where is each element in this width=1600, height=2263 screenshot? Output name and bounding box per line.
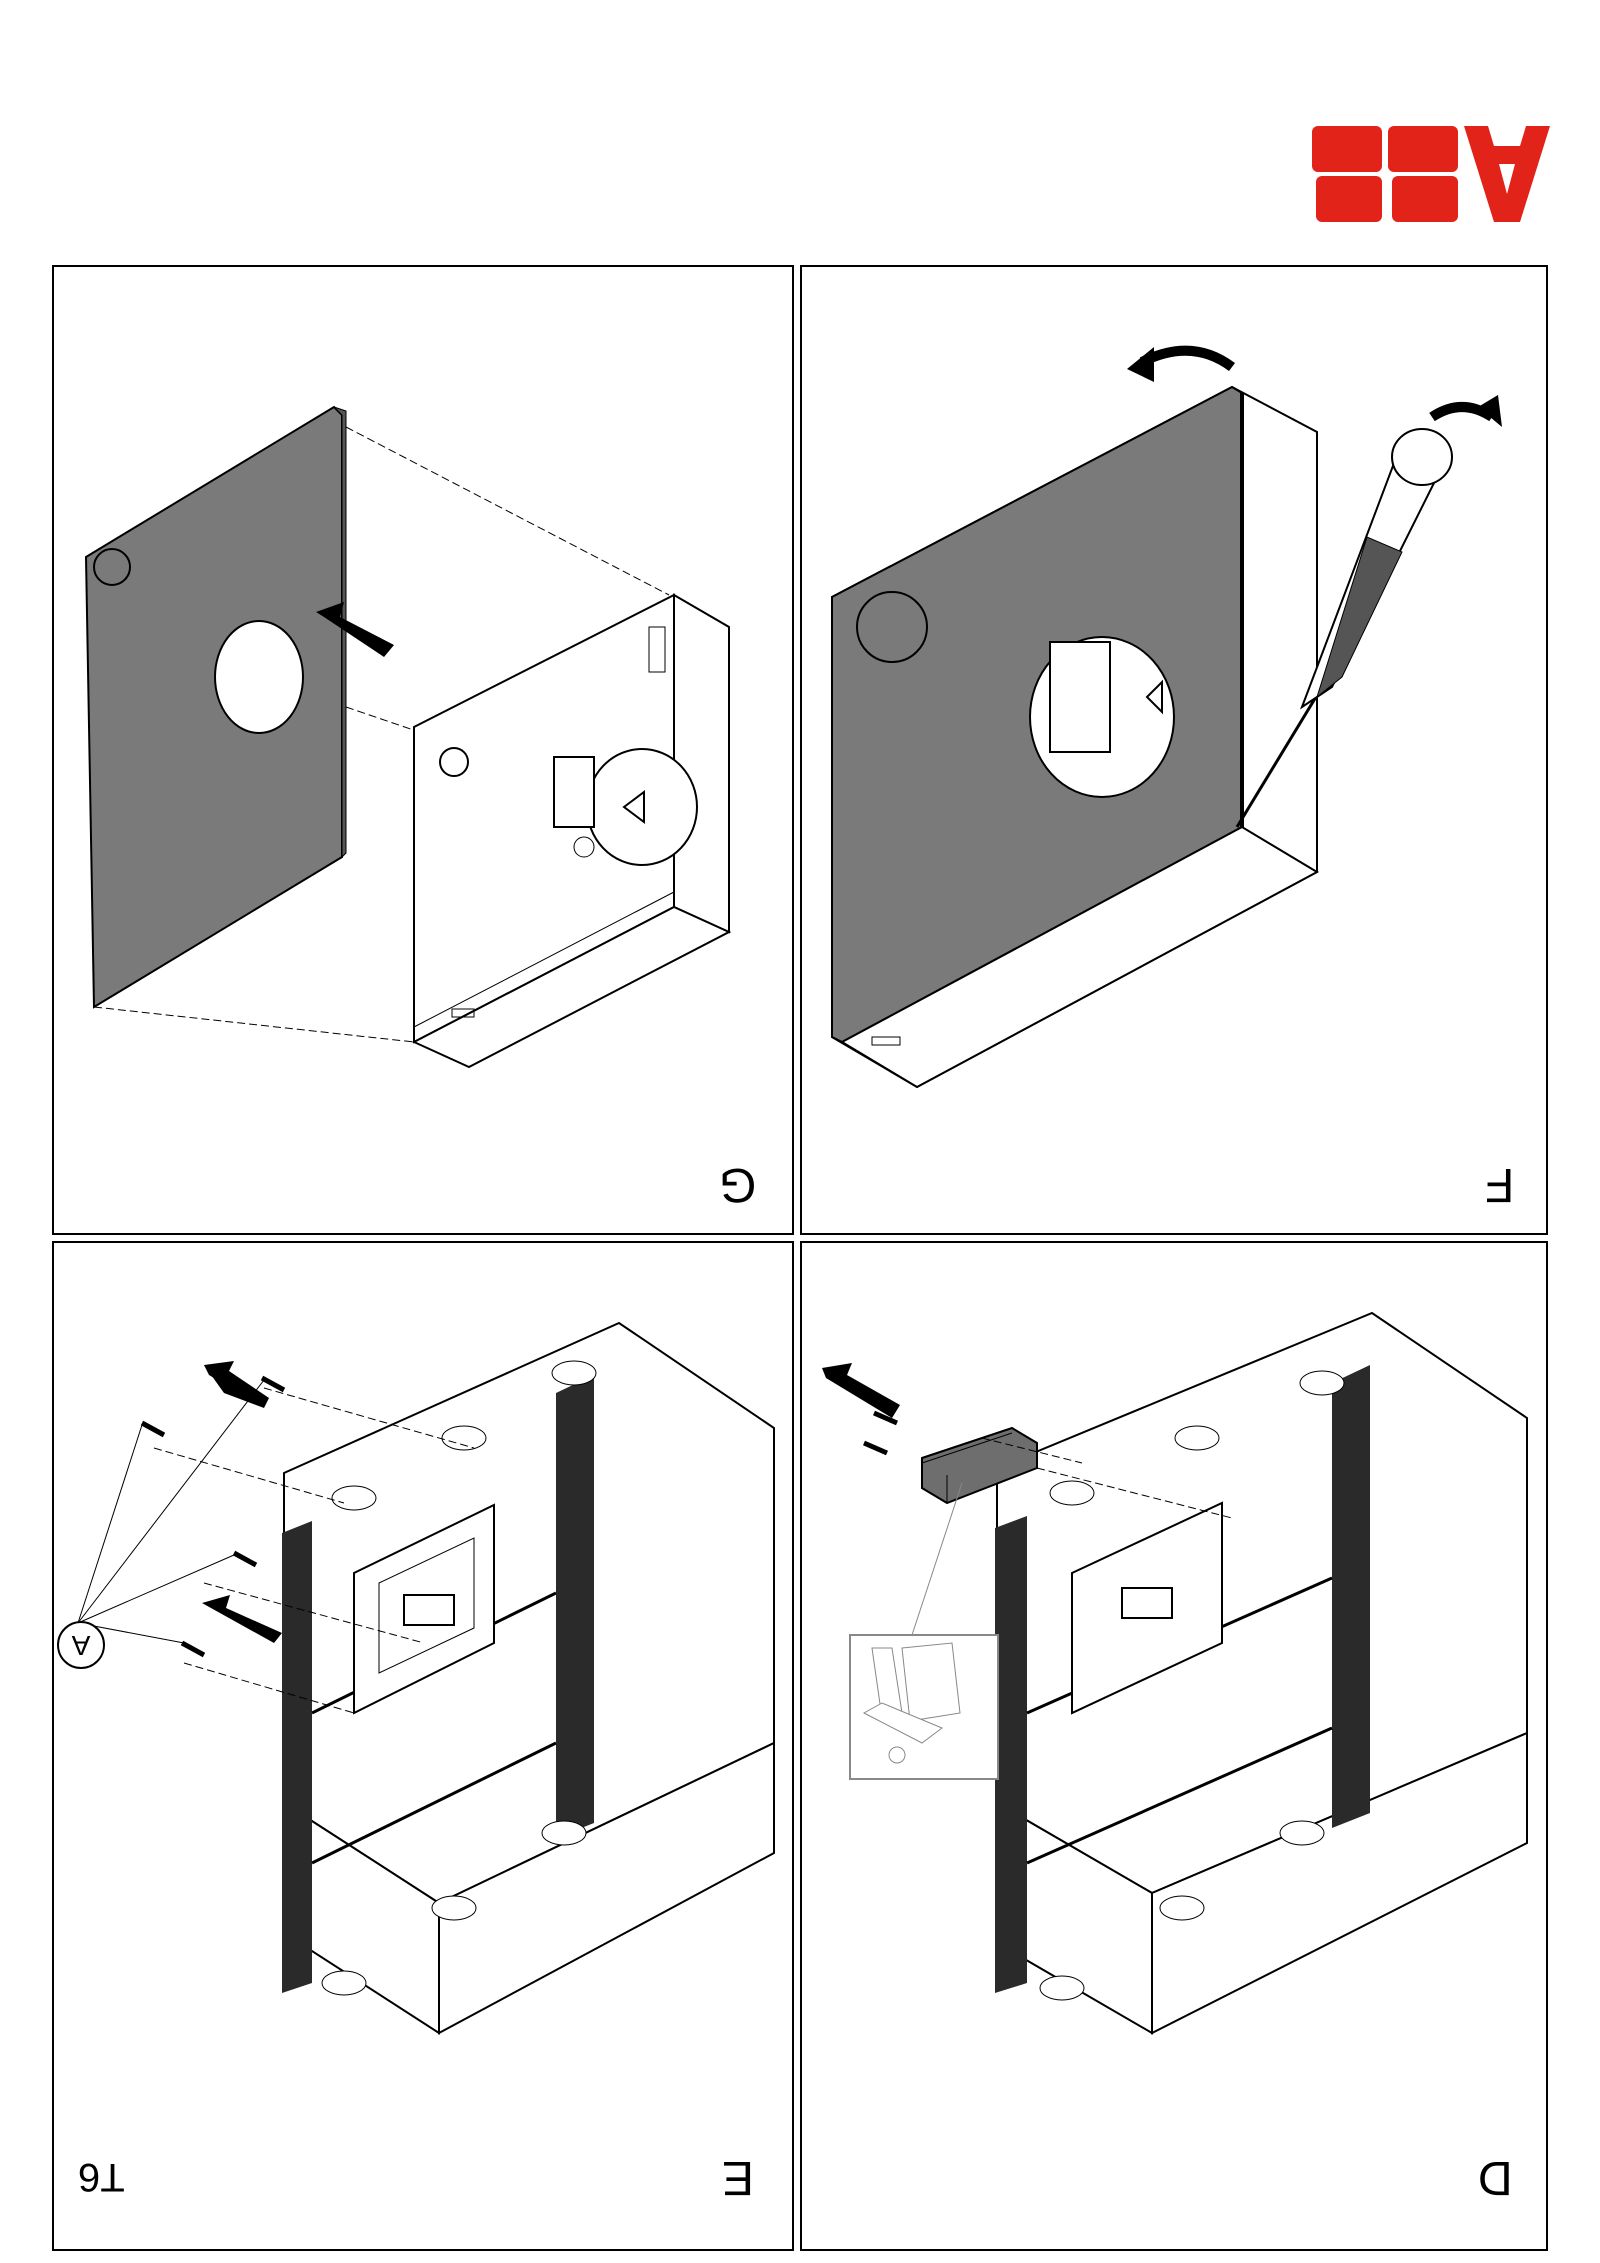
step-panel-g: G <box>52 265 794 1235</box>
step-f-illustration <box>831 345 1502 1089</box>
step-panel-f: F <box>800 265 1548 1235</box>
document-code: T6 <box>78 2155 125 2199</box>
step-panel-d: D <box>800 1241 1548 2251</box>
step-label-f: F <box>1485 1158 1515 1211</box>
step-label-d: D <box>1478 2151 1513 2204</box>
abb-logo <box>1312 126 1550 222</box>
step-g-illustration <box>84 405 732 1069</box>
step-d-illustration <box>822 1311 1528 2035</box>
step-e-illustration <box>77 1321 775 2035</box>
step-label-g: G <box>719 1158 757 1211</box>
step-label-e: E <box>722 2151 755 2204</box>
step-panel-e: A E T6 <box>52 1241 794 2251</box>
callout-a: A <box>57 1621 105 1669</box>
